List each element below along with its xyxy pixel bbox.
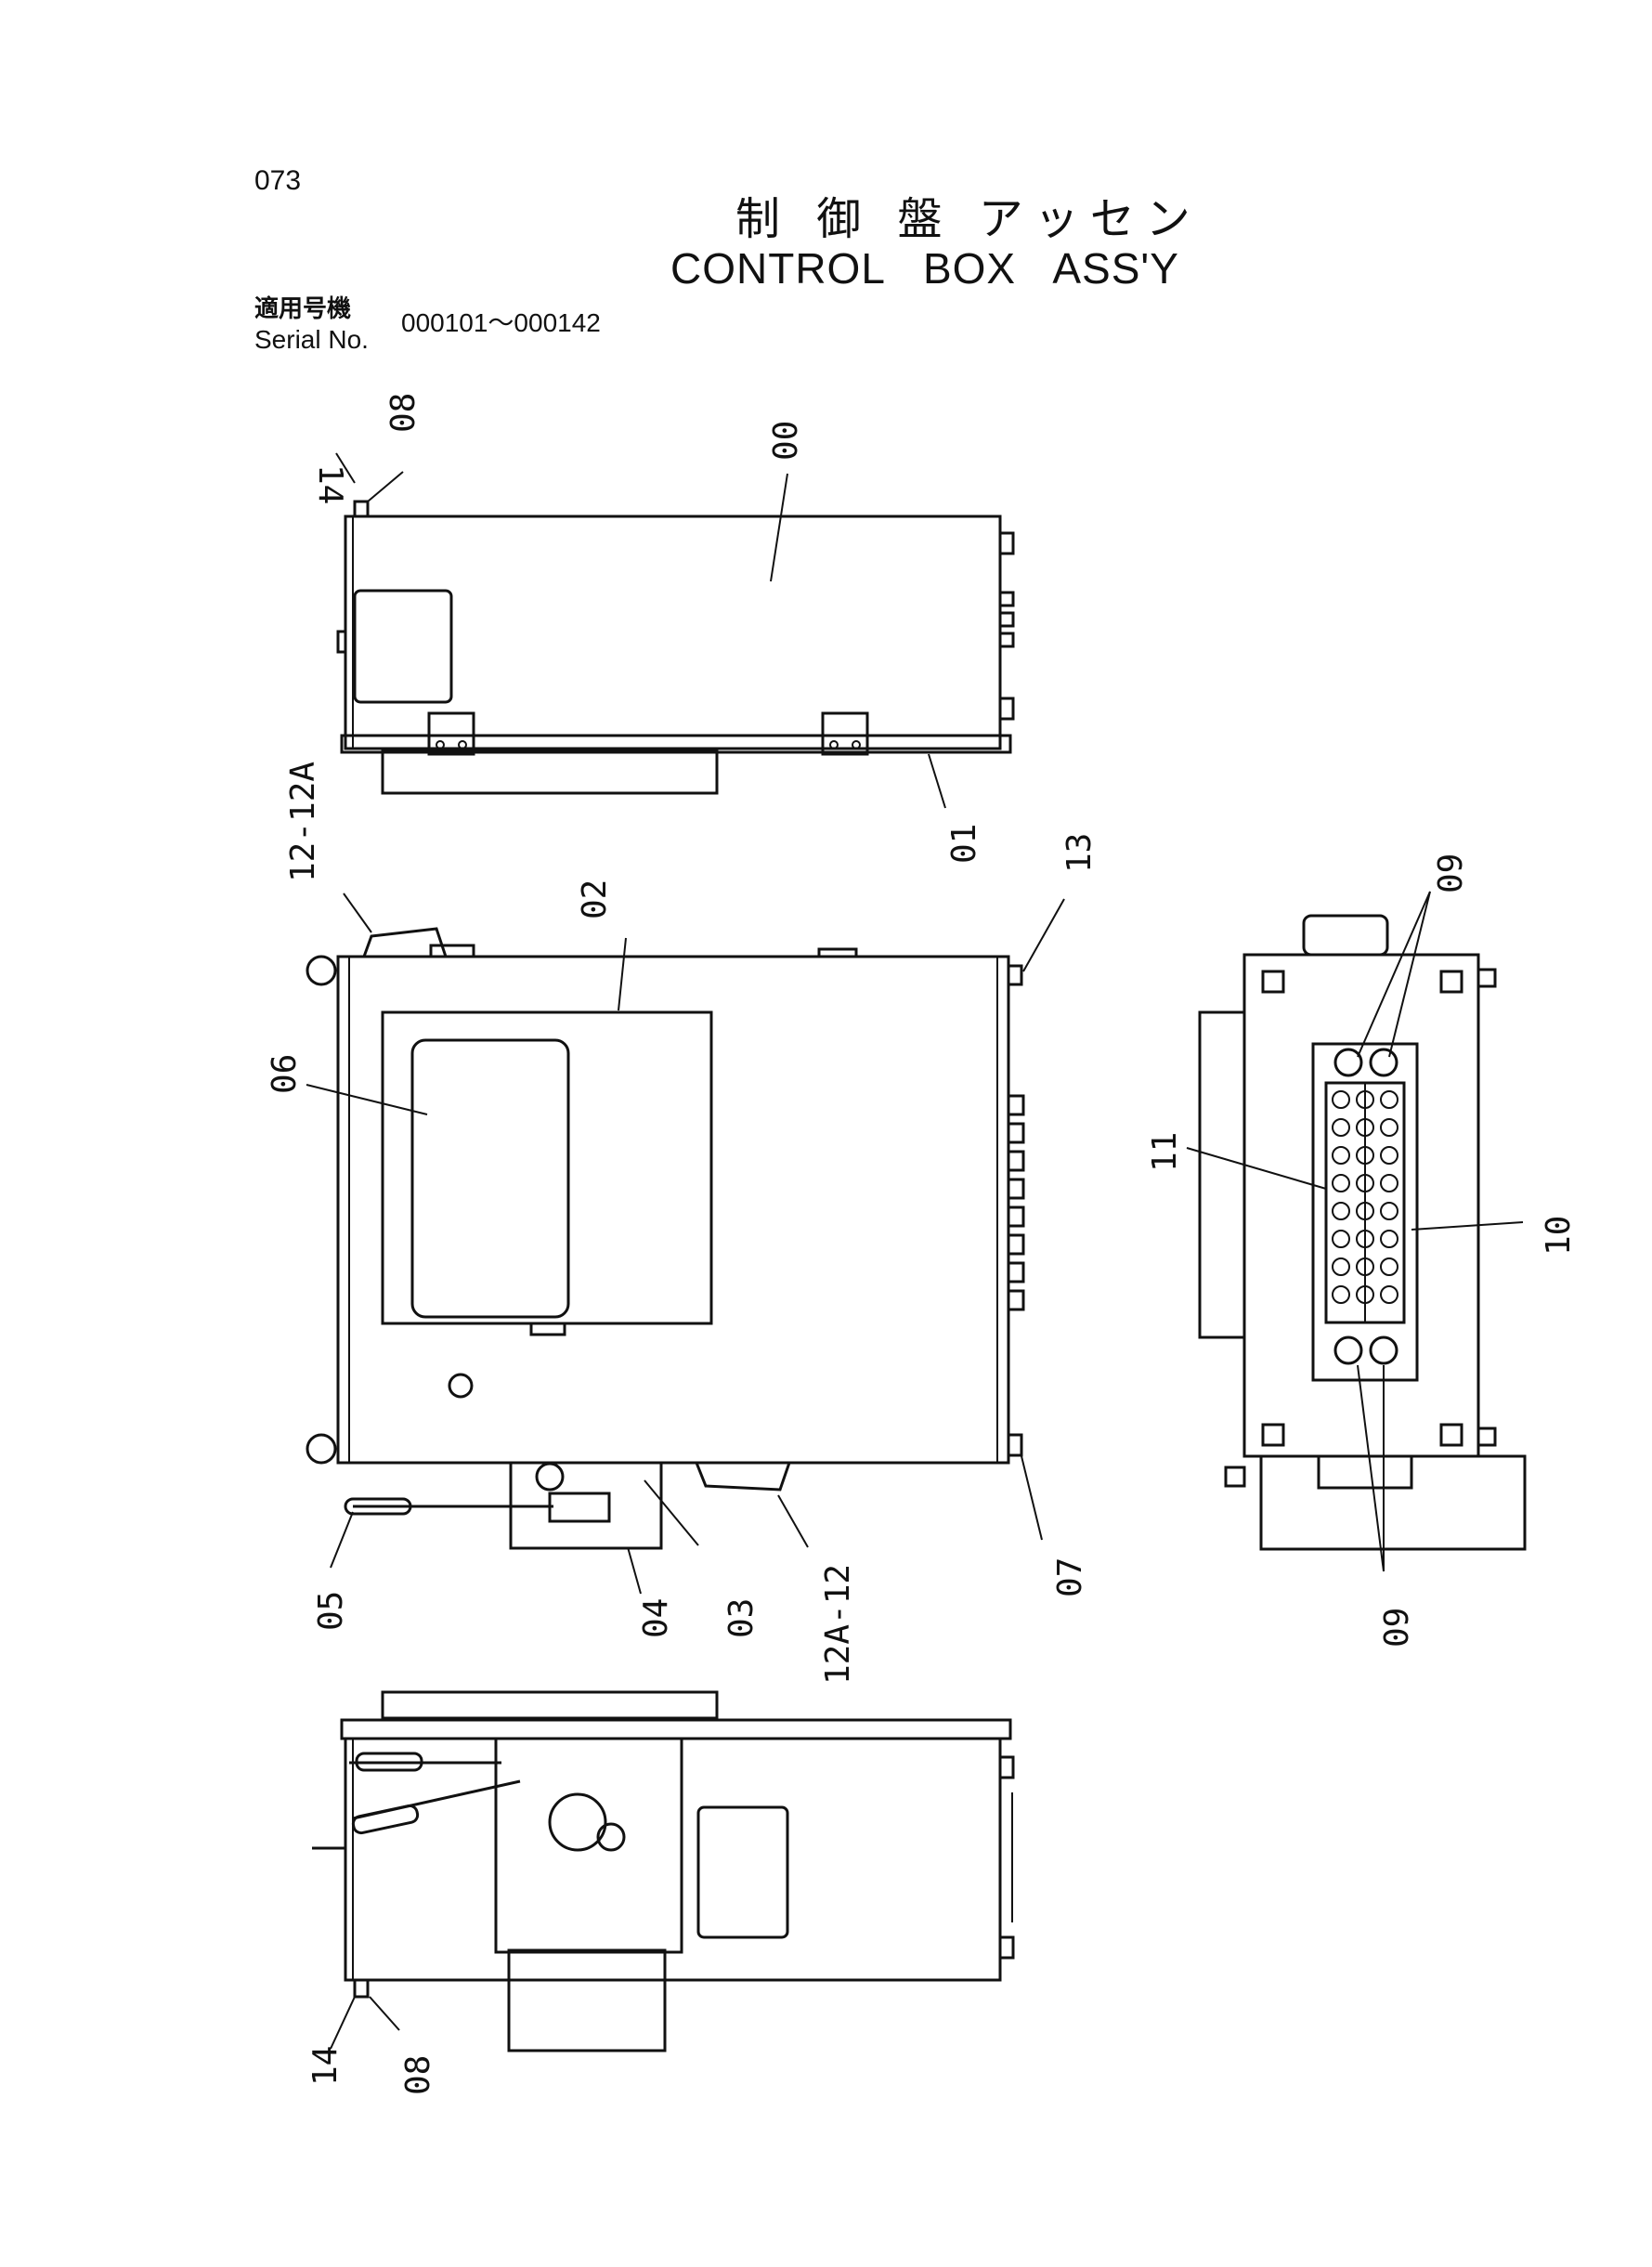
callout-top-01: 01 bbox=[945, 824, 983, 864]
callout-labels: 14 08 00 12-12A 01 02 13 06 05 04 03 12A… bbox=[266, 393, 1578, 2095]
callout-top-08: 08 bbox=[384, 393, 423, 433]
front-view bbox=[306, 927, 1025, 1550]
title-japanese: 制 御 盤 アッセン bbox=[735, 193, 1202, 245]
callout-side-09-top: 09 bbox=[1432, 853, 1470, 893]
callout-side-11: 11 bbox=[1146, 1132, 1184, 1172]
terminal-grid bbox=[1332, 1090, 1398, 1304]
callout-front-07: 07 bbox=[1051, 1557, 1089, 1597]
callout-side-10: 10 bbox=[1540, 1216, 1578, 1256]
bottom-view bbox=[312, 1690, 1015, 2052]
callout-top-14: 14 bbox=[311, 464, 349, 504]
callout-top-12-12a: 12-12A bbox=[284, 762, 322, 882]
callout-front-02: 02 bbox=[576, 879, 614, 919]
callout-front-06: 06 bbox=[266, 1054, 304, 1094]
serial-label-english: Serial No. bbox=[254, 325, 369, 354]
side-view bbox=[1198, 914, 1527, 1551]
title-english: CONTROL BOX ASS'Y bbox=[670, 244, 1179, 293]
callout-front-05: 05 bbox=[312, 1591, 350, 1631]
callout-bottom-08: 08 bbox=[399, 2055, 437, 2095]
callout-top-00: 00 bbox=[767, 421, 805, 461]
serial-range: 000101～000142 bbox=[401, 308, 601, 337]
leader-lines bbox=[306, 452, 1524, 2050]
callout-front-03: 03 bbox=[722, 1598, 761, 1638]
top-view bbox=[336, 500, 1015, 795]
callout-bottom-14: 14 bbox=[306, 2046, 345, 2086]
callout-side-09-bottom: 09 bbox=[1378, 1608, 1416, 1648]
callout-front-12a-12: 12A-12 bbox=[819, 1564, 857, 1685]
page-number: 073 bbox=[254, 165, 302, 196]
callout-front-13: 13 bbox=[1060, 833, 1099, 873]
serial-label-japanese: 適用号機 bbox=[254, 295, 352, 323]
callout-front-04: 04 bbox=[637, 1598, 675, 1638]
